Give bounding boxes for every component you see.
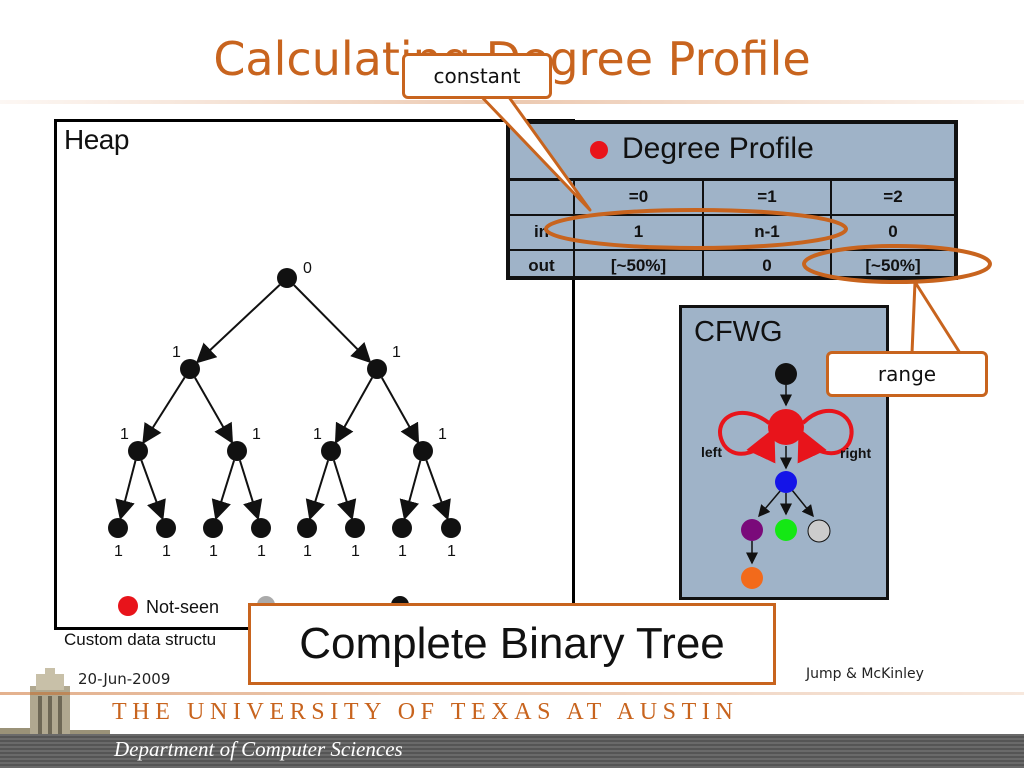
tree-edge xyxy=(115,460,137,521)
tree-node xyxy=(441,518,461,538)
footer-date: 20-Jun-2009 xyxy=(78,670,171,688)
department-name: Department of Computer Sciences xyxy=(114,737,403,761)
cell-in-1: n-1 xyxy=(754,222,780,241)
cfwg-gray-node xyxy=(807,519,831,543)
tree-edge xyxy=(334,377,373,445)
tree-node-label: 1 xyxy=(303,543,312,560)
tree-node-label: 1 xyxy=(209,543,218,560)
tree-edge xyxy=(194,377,234,445)
tree-node xyxy=(392,518,412,538)
tree-node xyxy=(321,441,341,461)
cfwg-left-label: left xyxy=(701,444,722,460)
right-self-loop xyxy=(797,408,854,464)
left-self-loop xyxy=(718,411,776,464)
cfwg-edge xyxy=(758,489,782,518)
tree-node-label: 1 xyxy=(257,543,266,560)
tree-node-label: 1 xyxy=(252,426,261,443)
tree-node xyxy=(203,518,223,538)
heap-title: Heap xyxy=(64,124,129,155)
degree-profile-title: Degree Profile xyxy=(622,132,814,165)
university-name: THE UNIVERSITY OF TEXAS AT AUSTIN xyxy=(112,699,739,725)
tree-node-label: 1 xyxy=(351,543,360,560)
footer-divider xyxy=(0,692,1024,695)
tree-node xyxy=(156,518,176,538)
degree-profile-red-dot xyxy=(590,141,608,159)
tree-edge xyxy=(399,460,422,521)
legend-not-seen-label: Not-seen xyxy=(146,597,219,617)
row-label-in: in xyxy=(533,222,550,241)
tree-edge xyxy=(305,460,329,521)
cfwg-entry-node xyxy=(775,363,797,385)
tree-node xyxy=(128,441,148,461)
tree-node xyxy=(367,359,387,379)
range-callout-tail xyxy=(910,280,962,355)
tree-edge xyxy=(195,284,281,364)
tree-node xyxy=(413,441,433,461)
cell-out-2: [~50%] xyxy=(865,256,921,275)
tree-node xyxy=(227,441,247,461)
range-callout: range xyxy=(826,351,988,397)
cfwg-right-label: right xyxy=(840,445,871,461)
tree-node-label: 1 xyxy=(172,344,181,361)
tree-edge xyxy=(140,460,166,521)
tree-node-label: 1 xyxy=(447,543,456,560)
cfwg-edge xyxy=(791,489,814,518)
binary-tree-diagram: 0 1 1 1 1 1 1 1 1 1 1 1 1 1 1 Not-seen xyxy=(108,260,461,617)
cell-in-2: 0 xyxy=(888,222,898,241)
department-bar xyxy=(0,734,1024,768)
tree-node-label: 1 xyxy=(392,344,401,361)
table-divider xyxy=(510,249,954,251)
tree-edge xyxy=(333,460,357,521)
column-header: =0 xyxy=(628,187,649,206)
cfwg-green-node xyxy=(775,519,797,541)
tree-edge xyxy=(293,284,372,364)
footer-authors: Jump & McKinley xyxy=(806,666,924,682)
cfwg-child-node xyxy=(775,471,797,493)
tree-edge xyxy=(425,460,451,521)
tree-node-label: 1 xyxy=(438,426,447,443)
tree-node-label: 1 xyxy=(120,426,129,443)
tree-node-label: 1 xyxy=(313,426,322,443)
column-header: =1 xyxy=(757,187,777,206)
cell-in-0: 1 xyxy=(633,222,644,241)
column-header: =2 xyxy=(883,187,903,206)
tree-node-label: 1 xyxy=(398,543,407,560)
tree-node xyxy=(180,359,200,379)
heap-caption: Custom data structu xyxy=(64,630,217,649)
legend-not-seen-dot xyxy=(118,596,138,616)
table-divider xyxy=(510,178,954,181)
tree-node-label: 1 xyxy=(114,543,123,560)
degree-profile-table: Degree Profile =0 =1 =2 in 1 n-1 0 out [… xyxy=(506,120,958,280)
tree-edge xyxy=(211,460,235,521)
tree-node xyxy=(108,518,128,538)
complete-binary-tree-callout: Complete Binary Tree xyxy=(248,603,776,685)
tree-node xyxy=(297,518,317,538)
row-label-out: out xyxy=(528,256,555,275)
tree-edge xyxy=(142,376,186,445)
cfwg-orange-node xyxy=(741,567,763,589)
title-divider xyxy=(0,100,1024,104)
tree-node xyxy=(251,518,271,538)
tree-edge xyxy=(239,460,263,521)
constant-callout: constant xyxy=(402,53,552,99)
tree-edge xyxy=(381,377,420,445)
tree-node-label: 1 xyxy=(162,543,171,560)
cell-out-1: 0 xyxy=(762,256,772,275)
cell-out-0: [~50%] xyxy=(610,256,667,275)
cfwg-purple-node xyxy=(741,519,763,541)
tree-node-label: 0 xyxy=(303,260,312,277)
cfwg-title: CFWG xyxy=(694,316,783,348)
cfwg-loop-node xyxy=(768,409,804,445)
tree-node xyxy=(345,518,365,538)
cfwg-graph: left right xyxy=(701,363,871,589)
tree-node xyxy=(277,268,297,288)
